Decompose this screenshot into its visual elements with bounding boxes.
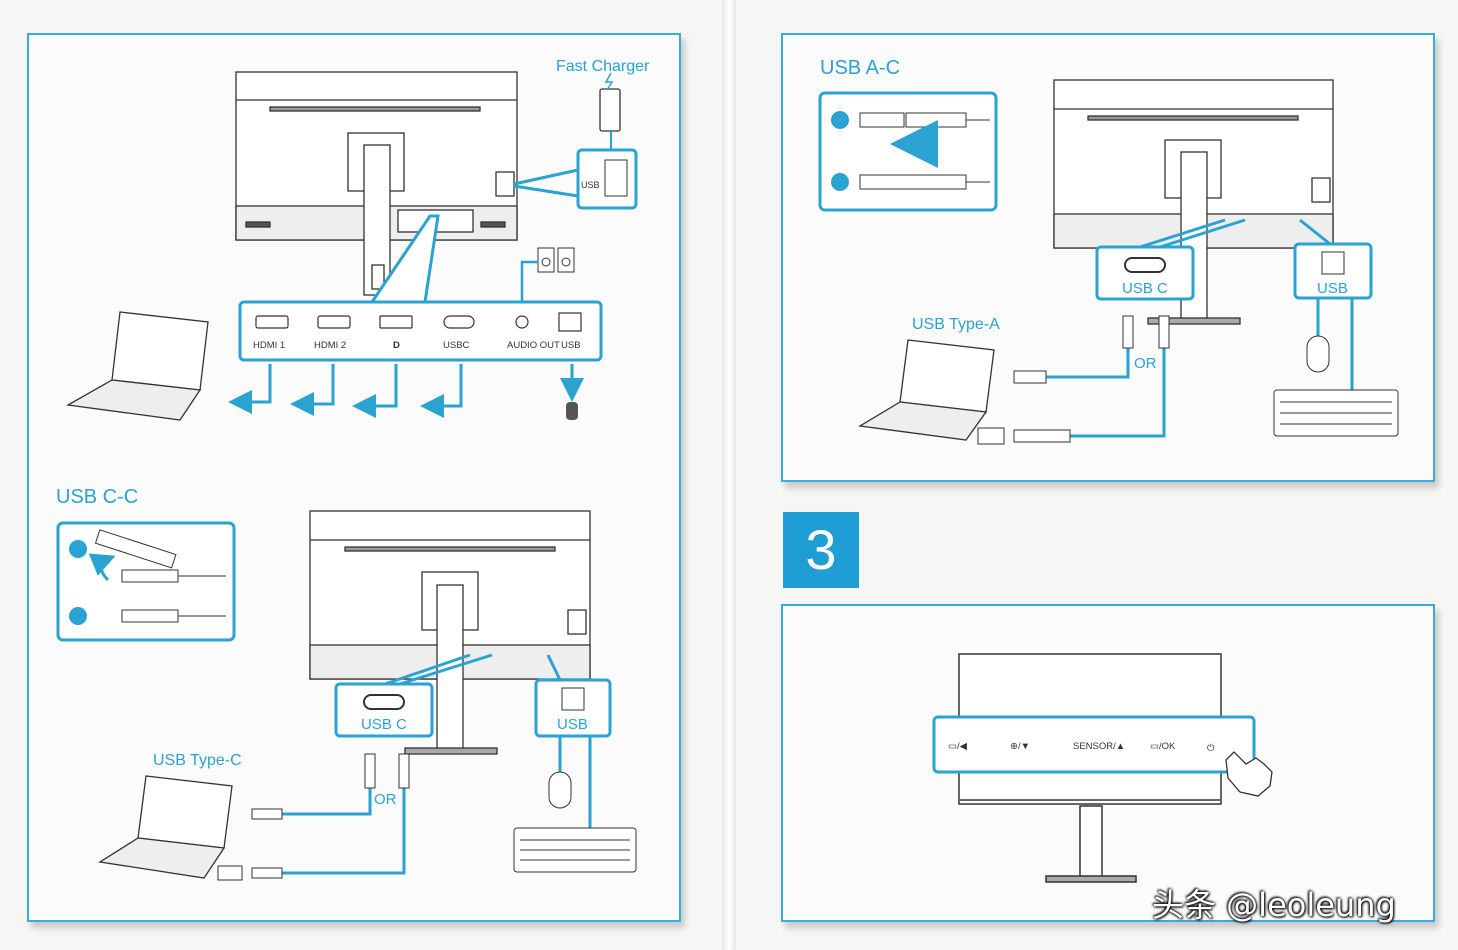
usb-c-port-label-3: USB C bbox=[1122, 280, 1168, 297]
page-spine bbox=[722, 0, 736, 950]
port-label-dp: D bbox=[393, 340, 400, 351]
keyboard-icon-3 bbox=[1273, 389, 1399, 437]
laptop-icon-1 bbox=[66, 311, 209, 421]
monitor-rear-1 bbox=[235, 71, 518, 296]
usb-c-c-heading: USB C-C bbox=[56, 486, 138, 508]
usb-callout-2 bbox=[534, 654, 612, 738]
usb-type-a-label: USB Type-A bbox=[912, 316, 1000, 333]
port-icons bbox=[255, 312, 582, 332]
port-label-audio-out: AUDIO OUT bbox=[507, 340, 560, 351]
usb-side-label: USB bbox=[581, 180, 600, 190]
usb-type-c-label: USB Type-C bbox=[153, 752, 242, 769]
usb-c-callout-2 bbox=[334, 653, 493, 738]
laptop-icon-2 bbox=[98, 775, 233, 879]
port-label-hdmi1: HDMI 1 bbox=[253, 340, 285, 351]
usb-port-label-2: USB bbox=[557, 716, 588, 733]
mouse-icon-3 bbox=[1306, 335, 1330, 373]
ports-strip bbox=[238, 300, 603, 362]
laptop-icon-3 bbox=[858, 339, 995, 441]
osd-button-menu-left[interactable]: ▭/◀ bbox=[948, 741, 968, 752]
usb-a-c-inset bbox=[818, 91, 998, 212]
usb-c-callout-3 bbox=[1095, 218, 1246, 301]
port-label-hdmi2: HDMI 2 bbox=[314, 340, 346, 351]
usb-a-c-inset-cables bbox=[831, 111, 990, 191]
fast-charger-label: Fast Charger bbox=[556, 58, 650, 75]
usb-c-port-label-2: USB C bbox=[361, 716, 407, 733]
cables-3 bbox=[1046, 298, 1354, 438]
osd-button-menu-ok[interactable]: ▭/OK bbox=[1150, 741, 1176, 752]
port-arrows bbox=[228, 364, 584, 418]
usb-a-c-heading: USB A-C bbox=[820, 57, 900, 79]
speakers-icon bbox=[537, 247, 575, 273]
cables-2 bbox=[282, 736, 592, 875]
ports-callout-pointer bbox=[370, 214, 440, 303]
keyboard-icon-2 bbox=[513, 827, 637, 873]
osd-button-power[interactable]: ⏻ bbox=[1207, 743, 1215, 754]
panel-port-overview bbox=[27, 33, 681, 922]
pointing-hand-icon bbox=[1225, 751, 1273, 797]
audio-cable bbox=[520, 260, 538, 302]
or-label-3: OR bbox=[1134, 355, 1157, 372]
or-label-2: OR bbox=[374, 791, 397, 808]
port-label-usbc: USBC bbox=[443, 340, 470, 351]
cable-plugs-3 bbox=[977, 315, 1170, 445]
osd-button-input-down[interactable]: ⊕/▼ bbox=[1010, 741, 1030, 752]
port-label-usb: USB bbox=[561, 340, 581, 351]
usb-callout-3 bbox=[1293, 218, 1373, 300]
usb-stick-icon bbox=[566, 402, 578, 420]
osd-button-sensor-up[interactable]: SENSOR/▲ bbox=[1073, 741, 1125, 752]
fast-charger-phone bbox=[599, 72, 621, 132]
usb-port-label-3: USB bbox=[1317, 280, 1348, 297]
mouse-icon-2 bbox=[548, 771, 572, 809]
step-number-badge: 3 bbox=[783, 512, 859, 588]
watermark: 头条 @leoleung bbox=[1152, 886, 1396, 924]
usb-c-c-inset-cables bbox=[69, 529, 226, 625]
monitor-rear-2 bbox=[309, 510, 591, 755]
usb-side-callout bbox=[513, 131, 638, 210]
osd-button-strip bbox=[932, 715, 1256, 774]
cable-plugs-2 bbox=[217, 753, 410, 881]
